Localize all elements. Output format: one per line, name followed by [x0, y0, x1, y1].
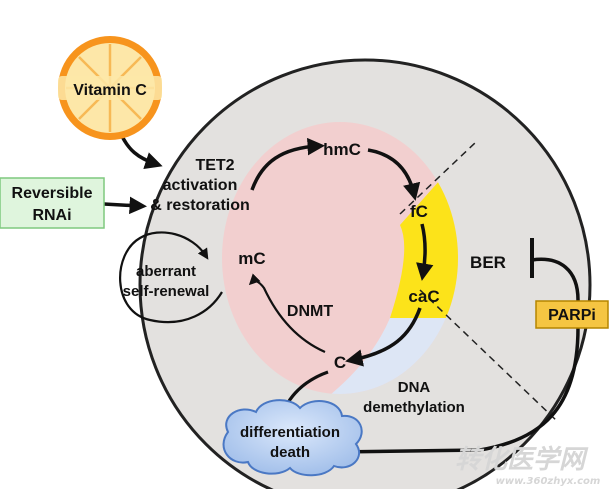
cac-label: caC: [408, 287, 439, 306]
mc-label: mC: [238, 249, 265, 268]
parpi-label: PARPi: [548, 307, 596, 324]
watermark-chinese: 转化医学网: [455, 445, 589, 475]
arrow-cac-to-c: [345, 307, 422, 367]
oxidation-band: [390, 180, 458, 318]
svg-text:& restoration: & restoration: [150, 197, 250, 214]
fc-label: fC: [410, 202, 428, 221]
arrow-mc-to-hmc: [250, 137, 325, 191]
c-label: C: [334, 353, 346, 372]
svg-text:DNA: DNA: [398, 379, 431, 396]
outcome-cloud: differentiation death: [222, 399, 363, 477]
tet2-label: TET2 activation & restoration: [150, 157, 250, 214]
rnai-label-line1: Reversible: [12, 185, 93, 202]
dna-demethylation-label: DNA demethylation: [363, 379, 465, 416]
lower-dashed-line: [419, 289, 559, 423]
outcome-line2: death: [270, 444, 310, 461]
aberrant-self-renewal-label: aberrant self-renewal: [123, 263, 210, 300]
svg-text:self-renewal: self-renewal: [123, 283, 210, 300]
svg-text:aberrant: aberrant: [136, 263, 196, 280]
self-renewal-loop: [119, 231, 223, 324]
vitamin-c-orange: Vitamin C: [58, 36, 162, 140]
parpi-to-outcome-arrow: [329, 327, 580, 461]
rnai-label-line2: RNAi: [32, 207, 71, 224]
arrow-fc-to-cac: [416, 223, 434, 281]
svg-text:demethylation: demethylation: [363, 399, 465, 416]
watermark: 转化医学网 www.360zhyx.com: [455, 445, 600, 487]
upper-dashed-line: [399, 141, 477, 215]
outcome-line1: differentiation: [240, 424, 340, 441]
parpi-box: PARPi: [535, 300, 609, 329]
ber-label: BER: [470, 253, 506, 272]
hmc-label: hmC: [323, 140, 361, 159]
svg-text:TET2: TET2: [195, 157, 234, 174]
dnmt-label: DNMT: [287, 303, 333, 320]
arrow-rnai-to-tet2: [103, 196, 147, 215]
reversible-rnai-box: Reversible RNAi: [0, 177, 105, 229]
arrow-c-to-mc: [248, 273, 326, 354]
vitamin-c-label: Vitamin C: [73, 82, 147, 99]
watermark-url: www.360zhyx.com: [496, 476, 601, 487]
svg-text:activation: activation: [163, 177, 238, 194]
arrow-hmc-to-fc: [367, 148, 421, 201]
parpi-inhibit-line: [531, 257, 580, 301]
